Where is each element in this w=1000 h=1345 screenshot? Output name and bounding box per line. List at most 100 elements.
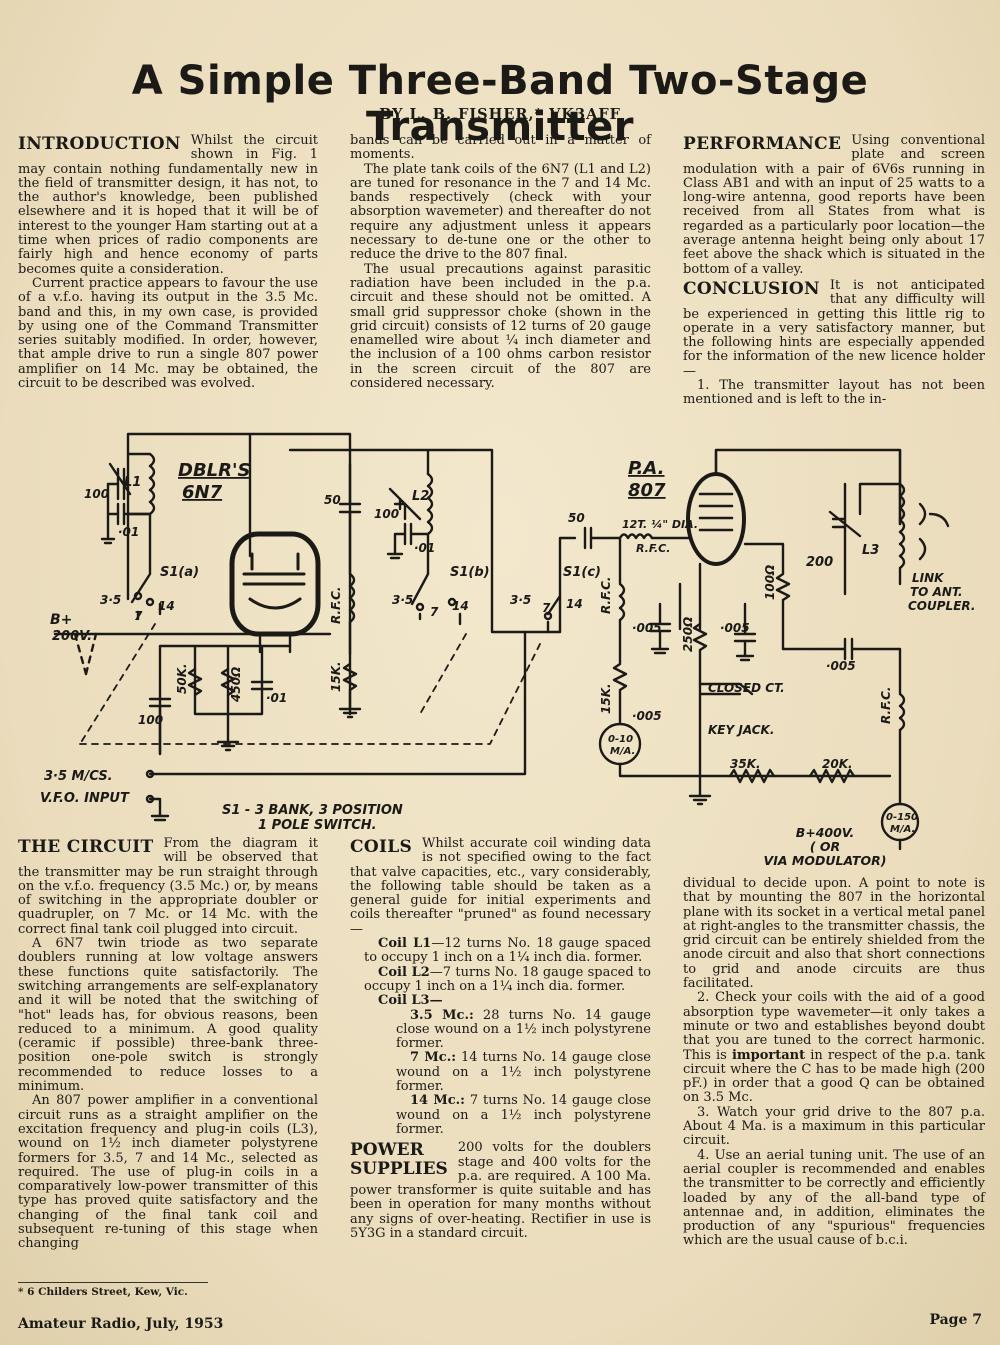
conclusion-heading: CONCLUSION [683,278,820,299]
schem-200v: 200V. [52,629,92,644]
schem-s1c: S1(c) [563,565,601,580]
schem-vfo1: 3·5 M/CS. [44,769,113,784]
col3b-p1: dividual to decide upon. A point to note… [683,876,985,992]
schem-c01b: ·01 [414,541,435,555]
schem-closedct: CLOSED CT. [708,681,785,695]
schem-rfc3: R.F.C. [599,577,613,615]
schem-s1b: S1(b) [450,565,490,580]
schem-c01a: ·01 [118,525,139,539]
power-heading-2: SUPPLIES [350,1159,448,1180]
col3b-p3: 3. Watch your grid drive to the 807 p.a.… [683,1104,985,1149]
circuit-schematic: DBLR'S 6N7 P.A. 807 L1 L2 L3 100 ·01 50 … [40,432,975,851]
schem-35k: 35K. [730,757,761,771]
schem-c005b: ·005 [720,621,750,635]
performance-heading: PERFORMANCE [683,134,842,154]
schem-l1: L1 [124,475,141,490]
schem-meter1a: 0-10 [608,734,633,745]
article-title: A Simple Three-Band Two-Stage Transmitte… [131,58,869,150]
schem-pa: P.A. [628,458,665,479]
schem-c50a: 50 [324,493,341,507]
conclusion-p2: 1. The transmitter layout has not been m… [683,378,985,408]
intro-heading: INTRODUCTION [18,134,181,154]
schem-link: LINK [912,571,945,585]
circuit-heading: THE CIRCUIT [18,837,154,857]
schem-c100b: 100 [374,507,399,521]
schem-meter1b: M/A. [610,746,635,757]
col2-p3: The usual precautions against parasitic … [350,261,651,392]
coil-l3a-text: 28 turns No. 14 gauge close wound on a 1… [396,1007,651,1052]
schem-pos7c: 7 [542,601,551,615]
schem-rfc2-spec: 12T. ¼" DIA. [622,518,698,531]
schem-pos14b: 14 [452,599,469,613]
coil-l2-text: —7 turns No. 18 gauge spaced to occupy 1… [364,964,651,994]
schem-meter2a: 0-150 [886,812,918,823]
coil-l3b-text: 14 turns No. 14 gauge close wound on a 1… [396,1050,651,1095]
circuit-p3: An 807 power amplifier in a conventional… [18,1093,318,1252]
schem-15k2: 15K. [599,683,613,714]
coil-l3c-text: 7 turns No. 14 gauge close wound on a 1½… [396,1093,651,1137]
circuit-p1: From the diagram it will be observed tha… [18,836,318,937]
schem-15k: 15K. [329,661,343,692]
schem-dblrs: DBLR'S [178,460,250,481]
schem-coupler: COUPLER. [908,599,975,613]
col2-p1: bands can be carried out in a matter of … [350,133,651,163]
schem-pos35b: 3·5 [392,593,413,607]
schem-bplus: B+ [50,612,72,628]
conclusion-p1: It is not anticipated that any difficult… [683,277,985,379]
col3b-p4: 4. Use an aerial tuning unit. The use of… [683,1147,985,1249]
col2-top: bands can be carried out in a matter of … [350,133,651,392]
schem-c005c: ·005 [826,659,856,673]
schem-rfc1: R.F.C. [329,587,343,625]
footer-publication: Amateur Radio, July, 1953 [18,1316,224,1332]
coil-l3b-label: 7 Mc.: [410,1050,457,1066]
schem-c50b: 50 [568,511,585,525]
schem-vfo2: V.F.O. INPUT [40,791,130,806]
col2-p2: The plate tank coils of the 6N7 (L1 and … [350,161,651,263]
coils-p1: Whilst accurate coil winding data is not… [350,836,651,937]
schem-20k: 20K. [822,757,853,771]
schem-rfc2: R.F.C. [636,542,670,555]
schem-pos14a: 14 [158,599,175,613]
footnote: * 6 Childers Street, Kew, Vic. [18,1282,208,1298]
b400-line2: ( OR [809,839,841,854]
schem-50k: 50K. [175,663,189,694]
circuit-p2: A 6N7 twin triode as two separate double… [18,936,318,1095]
coil-l1-label: Coil L1 [378,936,432,952]
schem-pos14c: 14 [566,597,583,611]
schem-pos35c: 3·5 [510,593,531,607]
coils-heading: COILS [350,837,413,857]
b400-line3: VIA MODULATOR) [763,853,887,868]
intro-p2: Current practice appears to favour the u… [18,275,318,392]
intro-p1: Whilst the circuit shown in Fig. 1 may c… [18,133,318,277]
coil-l2-label: Coil L2 [378,964,430,980]
schem-toant: TO ANT. [910,585,963,599]
schem-6n7: 6N7 [182,482,223,503]
schem-pos7b: 7 [430,605,439,619]
coil-l3a-label: 3.5 Mc.: [410,1007,474,1023]
col3-bottom: dividual to decide upon. A point to note… [683,876,985,1249]
schem-c005d: ·005 [632,709,662,723]
schem-s1a: S1(a) [160,565,199,580]
schem-c01c: ·01 [266,691,287,705]
schem-pos7a: 7 [134,609,143,623]
schem-meter2b: M/A. [890,824,915,835]
schem-c200: 200 [806,555,833,570]
col3b-p2c: in respect of the p.a. tank circuit wher… [683,1047,985,1106]
schem-l2: L2 [412,489,429,504]
power-heading-1: POWER [350,1140,424,1161]
coil-l1-text: —12 turns No. 18 gauge spaced to occupy … [364,936,651,966]
schem-pos35a: 3·5 [100,593,121,607]
schem-switchnote2: 1 POLE SWITCH. [258,818,377,833]
performance-p1: Using conventional plate and screen modu… [683,133,985,277]
schem-l3: L3 [862,543,879,558]
b400-line1: B+400V. [795,825,855,840]
footer-page-number: Page 7 [929,1312,982,1328]
coil-l3-label: Coil L3— [378,993,443,1009]
schem-250: 250Ω [681,617,695,652]
